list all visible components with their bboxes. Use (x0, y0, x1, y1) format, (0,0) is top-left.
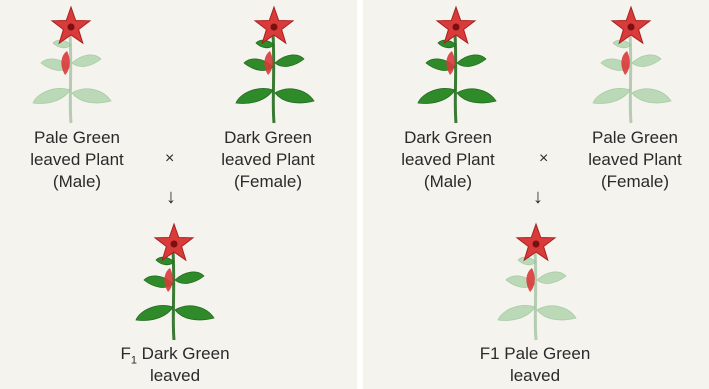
f-line-rest: Dark Green (137, 344, 230, 363)
left-offspring-line1: F1 Dark Green (95, 343, 255, 365)
plant-icon (25, 5, 115, 125)
label-line: leaved Plant (570, 149, 700, 171)
leaf (72, 89, 111, 103)
flower-bud (264, 51, 272, 75)
flower-center (533, 241, 540, 248)
flower-center (628, 24, 635, 31)
leaf (136, 305, 173, 320)
plant-stem (455, 33, 456, 123)
label-line: leaved Plant (12, 149, 142, 171)
flower-bud (164, 268, 172, 292)
plant-stem (173, 250, 174, 340)
leaf (632, 89, 671, 103)
flower-center (453, 24, 460, 31)
left-offspring-label: F1 Dark Green leaved (95, 343, 255, 387)
plant-icon (128, 222, 218, 342)
label-line: leaved (95, 365, 255, 387)
label-line: Pale Green (570, 127, 700, 149)
right-cross-symbol: × (539, 150, 548, 168)
flower-bud (446, 51, 454, 75)
left-cross-symbol: × (165, 150, 174, 168)
right-offspring-label: F1 Pale Green leaved (455, 343, 615, 387)
flower-bud (621, 51, 629, 75)
flower-bud (61, 51, 69, 75)
label-line: (Female) (203, 171, 333, 193)
leaf (498, 305, 535, 320)
plant-dark-offspring-left (128, 222, 218, 342)
plant-icon (410, 5, 500, 125)
plant-pale-offspring-right (490, 222, 580, 342)
leaf (457, 89, 496, 103)
left-parent-a-label: Pale Green leaved Plant (Male) (12, 127, 142, 193)
flower-center (271, 24, 278, 31)
flower-bud (526, 268, 534, 292)
leaf (33, 88, 70, 103)
label-line: leaved Plant (203, 149, 333, 171)
leaf (632, 55, 661, 67)
leaf (236, 88, 273, 103)
plant-stem (273, 33, 274, 123)
plant-stem (535, 250, 536, 340)
label-line: (Female) (570, 171, 700, 193)
plant-pale-male-left (25, 5, 115, 125)
right-parent-b-label: Pale Green leaved Plant (Female) (570, 127, 700, 193)
plant-stem (630, 33, 631, 123)
label-line: Dark Green (203, 127, 333, 149)
label-line: leaved (455, 365, 615, 387)
label-line: Pale Green (12, 127, 142, 149)
label-line: (Male) (12, 171, 142, 193)
plant-pale-female-right (585, 5, 675, 125)
label-line: Dark Green (383, 127, 513, 149)
flower-center (68, 24, 75, 31)
plant-icon (228, 5, 318, 125)
plant-icon (585, 5, 675, 125)
leaf (537, 272, 566, 284)
leaf (275, 89, 314, 103)
label-line: leaved Plant (383, 149, 513, 171)
right-arrow-symbol: ↓ (533, 188, 543, 206)
plant-stem (70, 33, 71, 123)
plant-dark-male-right (410, 5, 500, 125)
plant-dark-female-left (228, 5, 318, 125)
f-prefix: F (120, 344, 130, 363)
left-arrow-symbol: ↓ (166, 188, 176, 206)
plant-icon (490, 222, 580, 342)
leaf (175, 272, 204, 284)
leaf (593, 88, 630, 103)
leaf (537, 306, 576, 320)
right-parent-a-label: Dark Green leaved Plant (Male) (383, 127, 513, 193)
leaf (275, 55, 304, 67)
leaf (418, 88, 455, 103)
flower-center (171, 241, 178, 248)
left-parent-b-label: Dark Green leaved Plant (Female) (203, 127, 333, 193)
label-line: (Male) (383, 171, 513, 193)
leaf (175, 306, 214, 320)
label-line: F1 Pale Green (455, 343, 615, 365)
leaf (72, 55, 101, 67)
leaf (457, 55, 486, 67)
